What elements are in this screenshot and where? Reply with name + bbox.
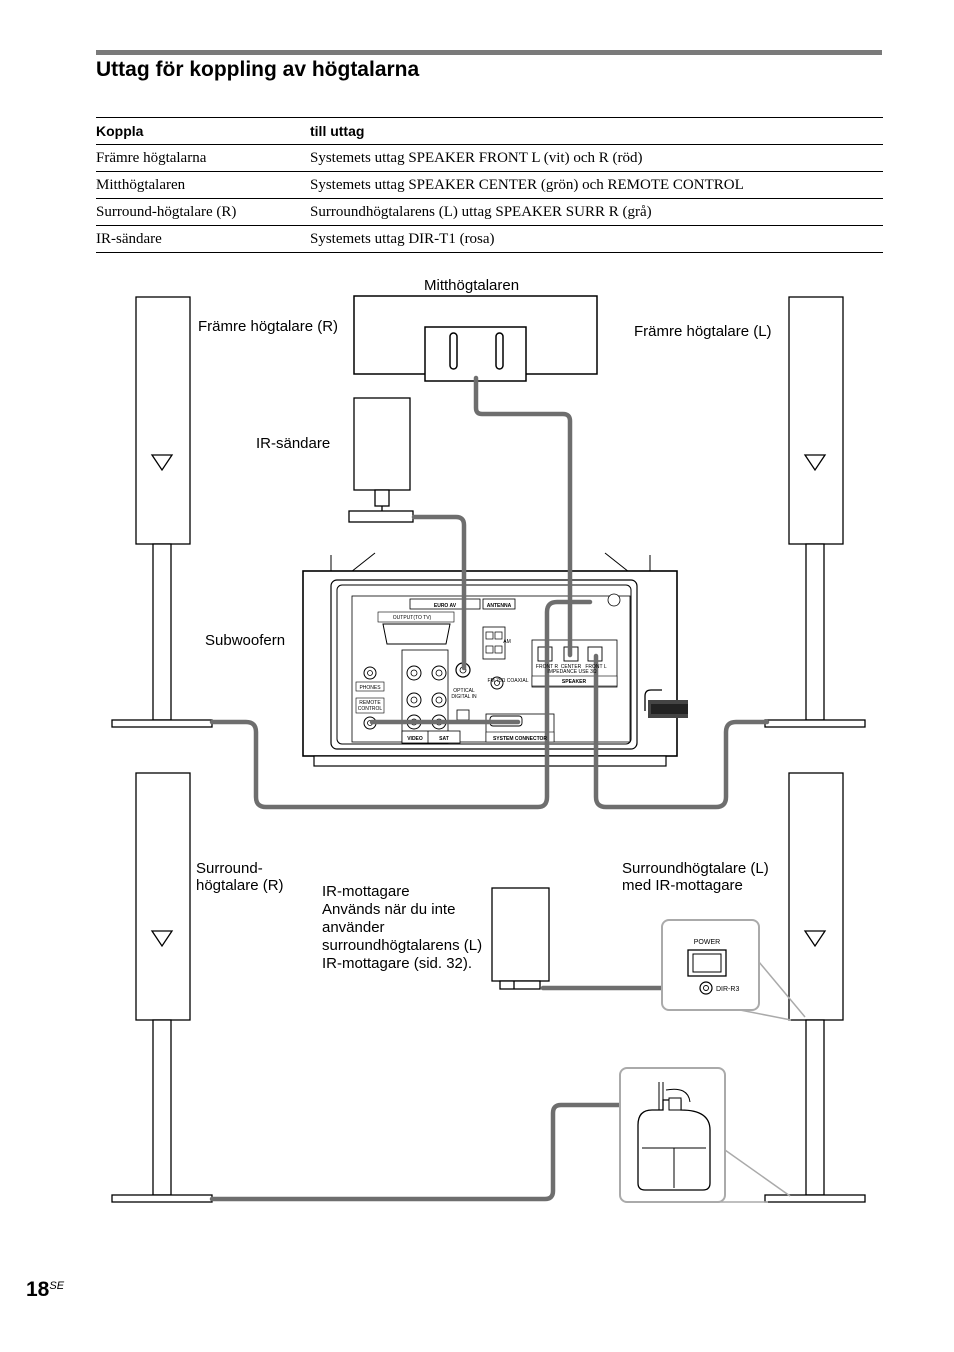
ir-receiver — [491, 887, 550, 990]
panel-optical: OPTICAL — [453, 688, 475, 694]
panel-center: CENTER — [561, 664, 582, 670]
label-ir-receiver: Används när du inte — [322, 901, 455, 918]
page-title: Uttag för koppling av högtalarna — [96, 58, 420, 81]
table-cell: Främre högtalarna — [96, 144, 310, 172]
label-surround-r: högtalare (R) — [196, 877, 284, 894]
table-cell: Systemets uttag SPEAKER FRONT L (vit) oc… — [310, 144, 883, 172]
surround-speaker-r — [111, 772, 213, 1203]
table-row: Surround-högtalare (R) Surroundhögtalare… — [96, 198, 883, 226]
table-header-row: Koppla till uttag — [96, 117, 883, 145]
panel-phones: PHONES — [359, 685, 381, 691]
table-row: IR-sändare Systemets uttag DIR-T1 (rosa) — [96, 225, 883, 253]
label-surround-r: Surround- — [196, 860, 263, 877]
panel-front-l: FRONT L — [585, 664, 607, 670]
table-cell: Systemets uttag SPEAKER CENTER (grön) oc… — [310, 171, 883, 199]
panel-antenna: ANTENNA — [487, 603, 512, 609]
label-ir-receiver: IR-mottagare — [322, 883, 410, 900]
label-surround-l: med IR-mottagare — [622, 877, 743, 894]
subwoofer-unit — [302, 552, 678, 767]
panel-front-r: FRONT R — [536, 664, 559, 670]
label-front-l: Främre högtalare (L) — [634, 323, 772, 340]
panel-output: OUTPUT(TO TV) — [393, 615, 432, 621]
panel-impedance: IMPEDANCE USE 3Ω — [547, 669, 597, 675]
table-row: Främre högtalarna Systemets uttag SPEAKE… — [96, 144, 883, 172]
page-number: 18SE — [26, 1278, 64, 1302]
label-ir-receiver: IR-mottagare (sid. 32). — [322, 955, 472, 972]
diagram-labels: Mitthögtalaren Främre högtalare (R) Främ… — [196, 277, 772, 972]
table-cell: IR-sändare — [96, 225, 310, 253]
surround-speaker-l — [764, 772, 866, 1203]
dir-r3-detail — [661, 919, 806, 1021]
page-number-value: 18 — [26, 1278, 50, 1301]
table-cell: Surround-högtalare (R) — [96, 198, 310, 226]
table-cell: Surroundhögtalarens (L) uttag SPEAKER SU… — [310, 198, 883, 226]
label-ir-sender: IR-sändare — [256, 435, 330, 452]
title-rule — [96, 50, 882, 55]
panel-euro-av: EURO AV — [434, 603, 457, 609]
panel-sat: SAT — [439, 736, 449, 742]
table-cell: Mitthögtalaren — [96, 171, 310, 199]
front-speaker-r — [111, 296, 213, 728]
label-subwoofer: Subwoofern — [205, 632, 285, 649]
label-center: Mitthögtalaren — [424, 277, 519, 294]
power-label: POWER — [694, 939, 720, 946]
front-speaker-l — [764, 296, 866, 728]
panel-video: VIDEO — [407, 736, 423, 742]
center-speaker — [353, 295, 598, 382]
connection-table: Koppla till uttag Främre högtalarna Syst… — [96, 117, 883, 253]
panel-remote: CONTROL — [358, 706, 383, 712]
speaker-terminal-detail — [619, 1067, 791, 1203]
panel-labels: EURO AV OUTPUT(TO TV) ANTENNA AM FM 75Ω … — [358, 603, 607, 742]
column-header-koppla: Koppla — [96, 117, 310, 145]
panel-digital-in: DIGITAL IN — [451, 694, 477, 700]
power-cord — [644, 689, 688, 718]
label-front-r: Främre högtalare (R) — [198, 318, 338, 335]
table-cell: Systemets uttag DIR-T1 (rosa) — [310, 225, 883, 253]
column-header-till-uttag: till uttag — [310, 117, 883, 145]
label-surround-l: Surroundhögtalare (L) — [622, 860, 769, 877]
panel-system-connector: SYSTEM CONNECTOR — [493, 736, 547, 742]
panel-fm: FM 75Ω COAXIAL — [488, 678, 529, 684]
panel-remote: REMOTE — [359, 700, 381, 706]
label-ir-receiver: surroundhögtalarens (L) — [322, 937, 482, 954]
panel-speaker: SPEAKER — [562, 679, 587, 685]
panel-am: AM — [503, 639, 511, 645]
dir-r3-label: DIR-R3 — [716, 986, 739, 993]
table-row: Mitthögtalaren Systemets uttag SPEAKER C… — [96, 171, 883, 199]
label-ir-receiver: använder — [322, 919, 385, 936]
page-number-suffix: SE — [49, 1280, 65, 1292]
ir-sender — [348, 397, 414, 523]
